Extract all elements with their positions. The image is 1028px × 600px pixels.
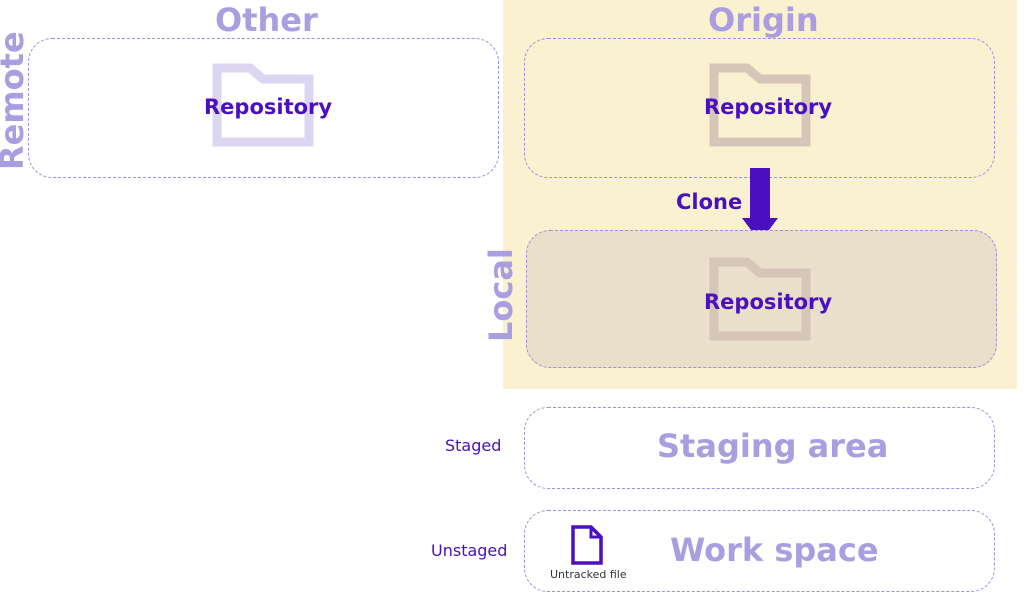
work-space-label: Work space: [670, 531, 879, 569]
arrow-down-icon: [742, 168, 778, 242]
local-repository-label: Repository: [704, 290, 833, 314]
folder-icon: [709, 257, 811, 341]
staging-area-label: Staging area: [657, 427, 889, 465]
origin-repository-label: Repository: [704, 95, 833, 119]
staging-area-box: [524, 407, 995, 489]
origin-title: Origin: [708, 1, 819, 39]
file-icon: [571, 525, 603, 565]
folder-icon: [709, 63, 811, 147]
unstaged-label: Unstaged: [431, 541, 508, 560]
other-repository-label: Repository: [204, 95, 333, 119]
local-repository-box: [526, 230, 997, 368]
folder-icon: [212, 63, 314, 147]
remote-label: Remote: [0, 31, 31, 170]
local-label: Local: [482, 248, 520, 342]
work-space-box: [524, 510, 995, 592]
staged-label: Staged: [445, 436, 502, 455]
other-remote-box: [28, 38, 499, 178]
untracked-file-caption: Untracked file: [550, 568, 627, 581]
other-title: Other: [215, 1, 318, 39]
clone-label: Clone: [676, 190, 743, 214]
